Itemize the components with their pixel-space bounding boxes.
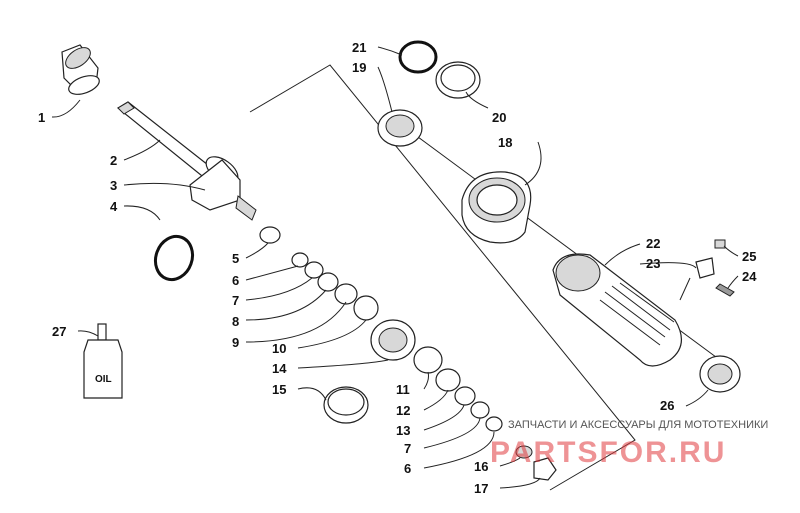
label-12: 12	[396, 403, 410, 418]
label-21: 21	[352, 40, 366, 55]
label-10: 10	[272, 341, 286, 356]
part-1-bushing	[61, 44, 100, 95]
label-4: 4	[110, 199, 118, 214]
watermark: ЗАПЧАСТИ И АКСЕССУАРЫ ДЛЯ МОТОТЕХНИКИ PA…	[490, 419, 768, 469]
part-15-piston-band	[323, 386, 369, 424]
part-20-sleeve-ring	[435, 61, 481, 99]
label-7b: 7	[404, 441, 411, 456]
label-7a: 7	[232, 293, 239, 308]
part-4-o-ring	[153, 234, 195, 282]
label-19: 19	[352, 60, 366, 75]
label-24: 24	[742, 269, 757, 284]
label-25: 25	[742, 249, 756, 264]
part-22-body	[552, 253, 682, 367]
label-22: 22	[646, 236, 660, 251]
label-23: 23	[646, 256, 660, 271]
label-27: 27	[52, 324, 66, 339]
label-14: 14	[272, 361, 287, 376]
watermark-site: PARTSFOR.RU	[490, 436, 726, 469]
label-26: 26	[660, 398, 674, 413]
label-6a: 6	[232, 273, 239, 288]
label-16: 16	[474, 459, 488, 474]
leader-lines	[51, 46, 739, 489]
part-14-piston	[370, 319, 416, 361]
label-5: 5	[232, 251, 239, 266]
watermark-tagline: ЗАПЧАСТИ И АКСЕССУАРЫ ДЛЯ МОТОТЕХНИКИ	[508, 419, 768, 431]
label-3: 3	[110, 178, 117, 193]
label-1: 1	[38, 110, 45, 125]
part-26-bushing	[699, 355, 741, 393]
part-19-seal-head	[377, 109, 423, 147]
washer-stack-upper	[259, 226, 379, 321]
label-11: 11	[396, 382, 410, 397]
label-17: 17	[474, 481, 488, 496]
label-6b: 6	[404, 461, 411, 476]
part-21-o-ring	[398, 40, 438, 74]
label-9: 9	[232, 335, 239, 350]
label-15: 15	[272, 382, 286, 397]
part-27-oil-bottle: OIL	[83, 323, 123, 399]
label-18: 18	[498, 135, 512, 150]
label-20: 20	[492, 110, 506, 125]
part-18-cap	[461, 171, 532, 244]
label-8: 8	[232, 314, 239, 329]
assembly-boundary	[249, 64, 636, 491]
part-3-housing	[189, 156, 257, 221]
label-2: 2	[110, 153, 117, 168]
oil-bottle-label: OIL	[95, 374, 112, 385]
part-23-25-valve	[679, 239, 735, 301]
label-13: 13	[396, 423, 410, 438]
